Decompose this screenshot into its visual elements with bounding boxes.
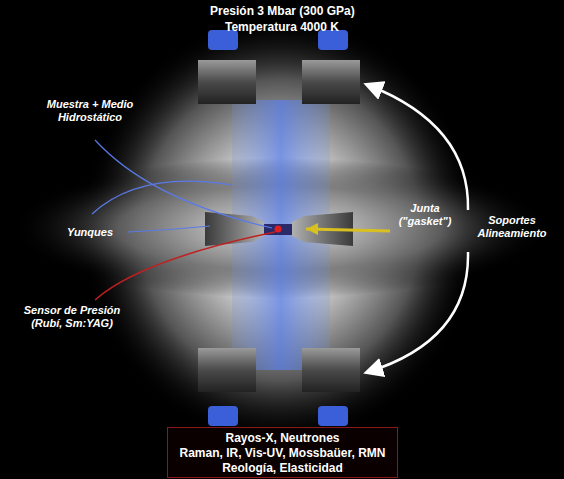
part-label: Junta ("gasket") <box>394 202 456 227</box>
title: Presión 3 Mbar (300 GPa) <box>210 4 355 18</box>
part-label: Sensor de Presión (Rubí, Sm:YAG) <box>10 304 134 329</box>
part-label: Soportes Alineamiento <box>467 214 557 239</box>
technique-box: Rayos-X, NeutronesRaman, IR, Vis-UV, Mos… <box>167 427 398 478</box>
part-label: Yunques <box>50 226 130 239</box>
part-label: Muestra + Medio Hidrostático <box>35 98 145 123</box>
technique-text: Raman, IR, Vis-UV, Mossbaüer, RMN <box>168 446 397 461</box>
subtitle: Temperatura 4000 K <box>225 20 339 34</box>
technique-text: Rayos-X, Neutrones <box>168 431 397 446</box>
technique-text: Reología, Elasticidad <box>168 461 397 476</box>
